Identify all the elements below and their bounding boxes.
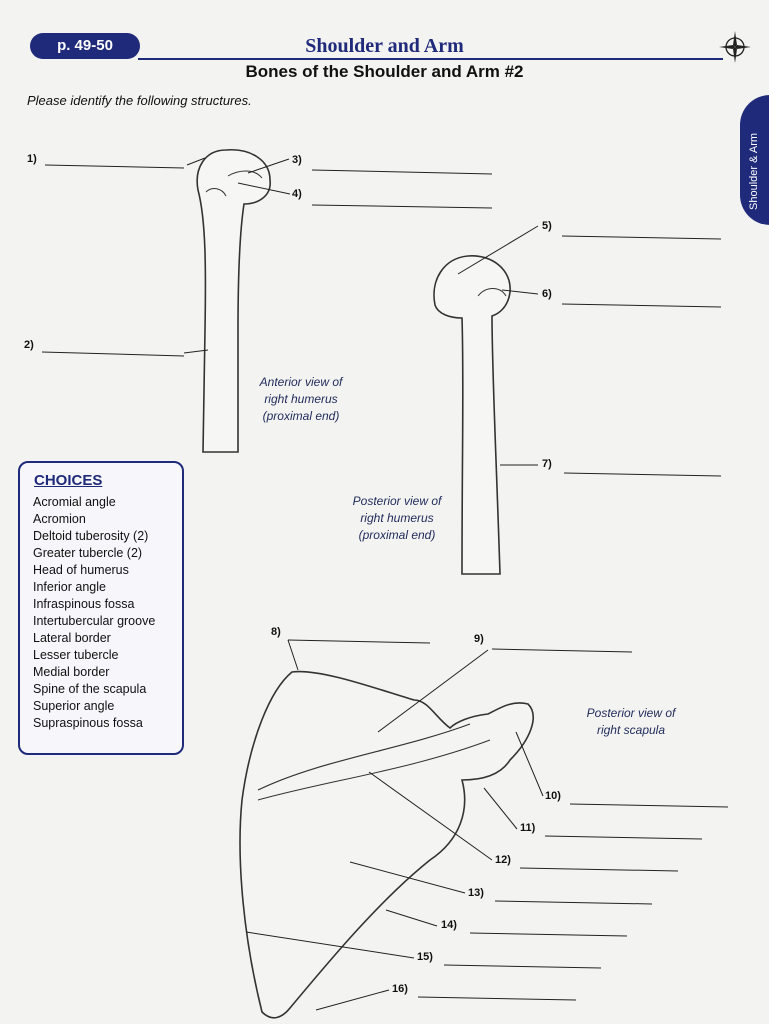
choice-item: Deltoid tuberosity (2)	[33, 529, 149, 543]
choice-item: Spine of the scapula	[33, 682, 147, 696]
label-12: 12)	[495, 854, 511, 866]
choice-item: Medial border	[33, 665, 110, 679]
caption-line: Posterior view of	[586, 706, 676, 720]
caption-line: right scapula	[596, 723, 666, 737]
choice-item: Inferior angle	[33, 580, 106, 594]
label-3: 3)	[292, 154, 302, 166]
label-2: 2)	[24, 339, 34, 351]
label-16: 16)	[392, 983, 408, 995]
choice-item: Acromial angle	[33, 495, 116, 509]
label-1: 1)	[27, 153, 37, 165]
choice-item: Superior angle	[33, 699, 115, 713]
caption-posterior-humerus: Posterior view of right humerus (proxima…	[340, 493, 454, 544]
label-8: 8)	[271, 626, 281, 638]
leader-lines	[183, 157, 544, 1011]
label-13: 13)	[468, 887, 484, 899]
choice-item: Infraspinous fossa	[33, 597, 135, 611]
posterior-humerus-illustration	[433, 255, 511, 575]
choice-item: Supraspinous fossa	[33, 716, 143, 730]
header-rule	[138, 58, 723, 60]
choice-item: Acromion	[33, 512, 86, 526]
label-9: 9)	[474, 633, 484, 645]
choices-list: Acromial angle Acromion Deltoid tuberosi…	[33, 494, 155, 732]
label-11: 11)	[520, 822, 536, 834]
caption-line: Anterior view of	[259, 375, 343, 389]
caption-line: (proximal end)	[358, 528, 436, 542]
choice-item: Intertubercular groove	[33, 614, 156, 628]
choices-box	[18, 461, 184, 755]
choice-item: Lateral border	[33, 631, 111, 645]
label-5: 5)	[542, 220, 552, 232]
anterior-humerus-illustration	[196, 149, 271, 453]
caption-line: (proximal end)	[262, 409, 340, 423]
label-7: 7)	[542, 458, 552, 470]
label-4: 4)	[292, 188, 302, 200]
page-subtitle: Bones of the Shoulder and Arm #2	[245, 62, 524, 81]
choice-item: Greater tubercle (2)	[33, 546, 143, 560]
compass-rose-icon	[719, 31, 751, 63]
label-10: 10)	[545, 790, 561, 802]
caption-posterior-scapula: Posterior view of right scapula	[574, 705, 688, 739]
page-title: Shoulder and Arm	[305, 35, 464, 57]
scapula-illustration	[239, 670, 534, 1019]
label-15: 15)	[417, 951, 433, 963]
label-6: 6)	[542, 288, 552, 300]
choices-title: CHOICES	[34, 472, 103, 489]
choice-item: Lesser tubercle	[33, 648, 119, 662]
choice-item: Head of humerus	[33, 563, 129, 577]
caption-line: right humerus	[360, 511, 434, 525]
answer-blanks	[41, 164, 729, 1001]
caption-line: Posterior view of	[352, 494, 442, 508]
caption-anterior-humerus: Anterior view of right humerus (proximal…	[246, 374, 356, 425]
instructions: Please identify the following structures…	[27, 93, 252, 108]
page-reference-badge: p. 49-50	[30, 33, 140, 59]
caption-line: right humerus	[264, 392, 338, 406]
label-14: 14)	[441, 919, 457, 931]
side-tab	[740, 95, 769, 225]
